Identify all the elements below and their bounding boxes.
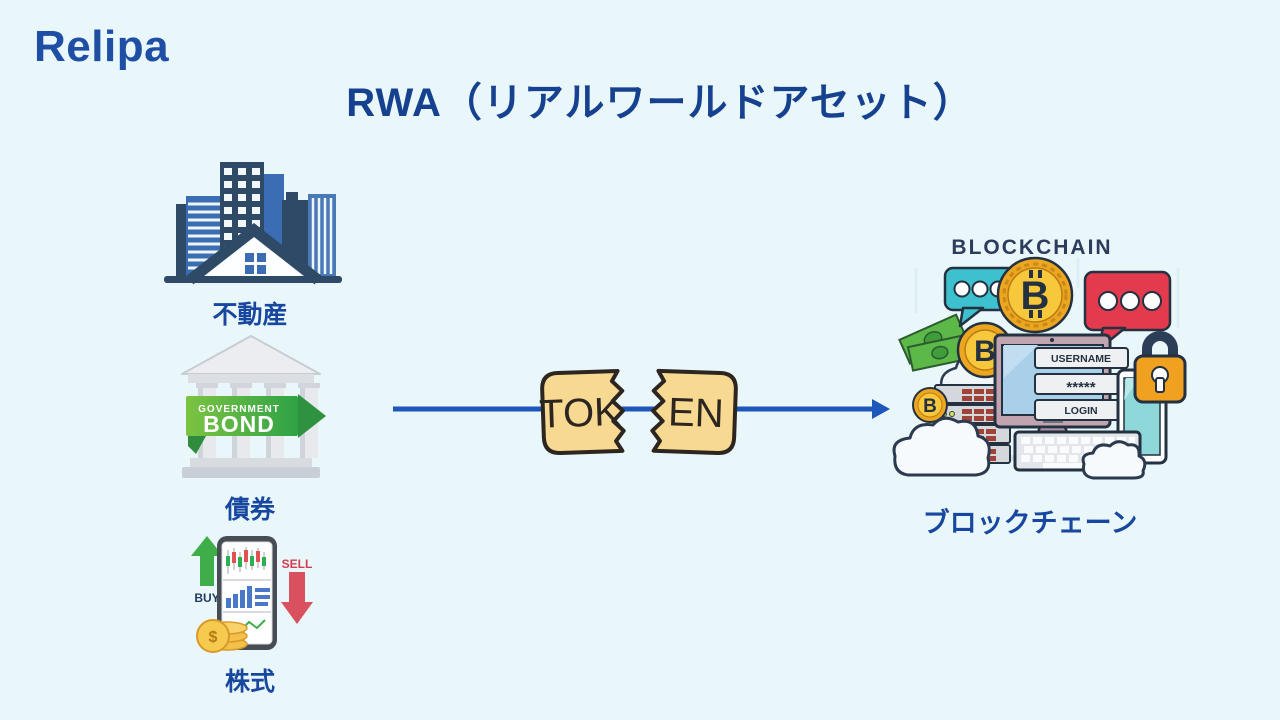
bank-step-lower	[182, 467, 320, 478]
token-ticket-icon: TOK EN	[539, 368, 738, 455]
login-text: LOGIN	[1064, 405, 1097, 417]
ground-line	[164, 276, 342, 283]
house-windows	[245, 253, 266, 274]
blockchain-caption: BLOCKCHAIN	[951, 236, 1112, 259]
bank-step-upper	[190, 458, 312, 467]
bank-pediment	[181, 335, 321, 375]
sell-arrow-icon: SELL	[281, 557, 313, 624]
stock-trading-icon: BUY SELL	[191, 536, 313, 653]
house-roof	[186, 223, 322, 285]
buildings-icon	[164, 162, 342, 285]
blockchain-illustration: BLOCKCHAIN	[892, 236, 1187, 480]
relipa-logo: Relipa	[34, 22, 170, 71]
token-left-half: TOK	[539, 368, 626, 455]
government-bond-bank-icon: GOVERNMENT BOND	[181, 335, 326, 478]
bonds-label: 債券	[224, 496, 276, 524]
page-title: RWA（リアルワールドアセット）	[346, 81, 974, 125]
coin-stack-icon: $	[196, 619, 248, 653]
sell-label: SELL	[282, 557, 313, 571]
tokenization-arrow	[393, 399, 890, 419]
token-text-right: EN	[667, 390, 724, 436]
bitcoin-letter: B	[974, 335, 996, 368]
bitcoin-icon-small: B	[912, 387, 948, 423]
login-form: USERNAME ***** LOGIN	[1034, 347, 1129, 421]
ribbon-text-government: GOVERNMENT	[198, 404, 280, 415]
username-text: USERNAME	[1051, 353, 1111, 365]
bitcoin-icon-large: B	[996, 256, 1074, 334]
real-estate-label: 不動産	[212, 301, 288, 329]
ribbon-text-bond: BOND	[203, 411, 275, 437]
password-text: *****	[1066, 379, 1095, 396]
bank-architrave	[188, 374, 314, 383]
token-right-half: EN	[650, 368, 738, 455]
bar-chart	[226, 586, 270, 608]
arrowhead	[872, 399, 890, 419]
token-text-left: TOK	[539, 390, 622, 437]
bitcoin-letter: B	[1021, 274, 1050, 318]
cloud-icon	[1081, 440, 1147, 480]
padlock-icon	[1133, 331, 1187, 404]
bond-ribbon: GOVERNMENT BOND	[186, 394, 326, 454]
buy-label: BUY	[194, 591, 219, 605]
candlestick-chart	[226, 550, 266, 567]
cloud-icon	[892, 416, 991, 477]
username-field	[1034, 347, 1129, 369]
dollar-symbol: $	[209, 629, 218, 646]
buy-arrow-icon: BUY	[191, 536, 223, 605]
bitcoin-letter: B	[923, 396, 937, 417]
blockchain-label: ブロックチェーン	[922, 508, 1138, 538]
stocks-label: 株式	[224, 668, 276, 696]
